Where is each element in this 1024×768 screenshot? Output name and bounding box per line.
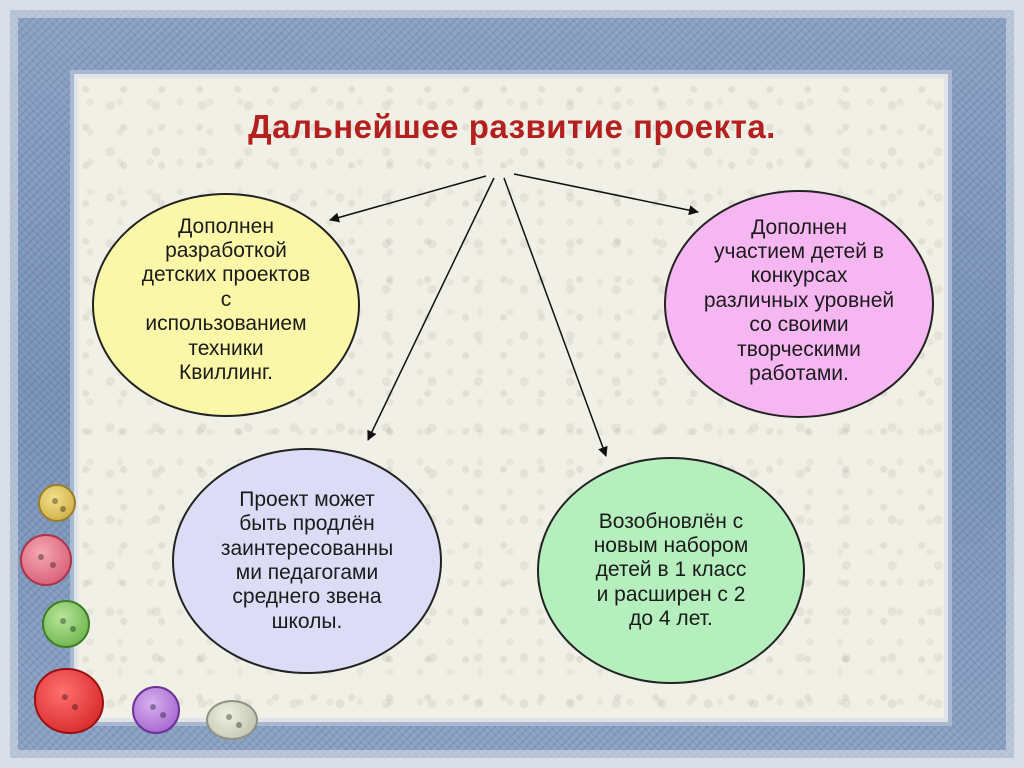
arrow-to-bottom-left: [367, 177, 495, 441]
red-flower-button-decoration: [34, 668, 104, 734]
node-top-left-text: Дополнен разработкой детских проектов с …: [141, 214, 311, 384]
green-button-decoration: [42, 600, 90, 648]
white-button-decoration: [206, 700, 258, 740]
node-bottom-left-text: Проект может быть продлён заинтересованн…: [220, 487, 394, 633]
pink-button-decoration: [20, 534, 72, 586]
node-top-right: Дополнен участием детей в конкурсах разл…: [664, 190, 934, 418]
node-top-right-text: Дополнен участием детей в конкурсах разл…: [703, 215, 895, 385]
node-bottom-left: Проект может быть продлён заинтересованн…: [172, 448, 442, 674]
yellow-button-decoration: [38, 484, 76, 522]
arrow-to-bottom-right: [503, 177, 608, 457]
slide-title: Дальнейшее развитие проекта.: [248, 108, 776, 145]
arrow-to-top-left: [329, 175, 487, 223]
node-bottom-right-text: Возобновлён с новым набором детей в 1 кл…: [593, 509, 749, 631]
arrow-to-top-right: [513, 173, 699, 216]
node-top-left: Дополнен разработкой детских проектов с …: [92, 193, 360, 417]
purple-button-decoration: [132, 686, 180, 734]
node-bottom-right: Возобновлён с новым набором детей в 1 кл…: [537, 457, 805, 684]
